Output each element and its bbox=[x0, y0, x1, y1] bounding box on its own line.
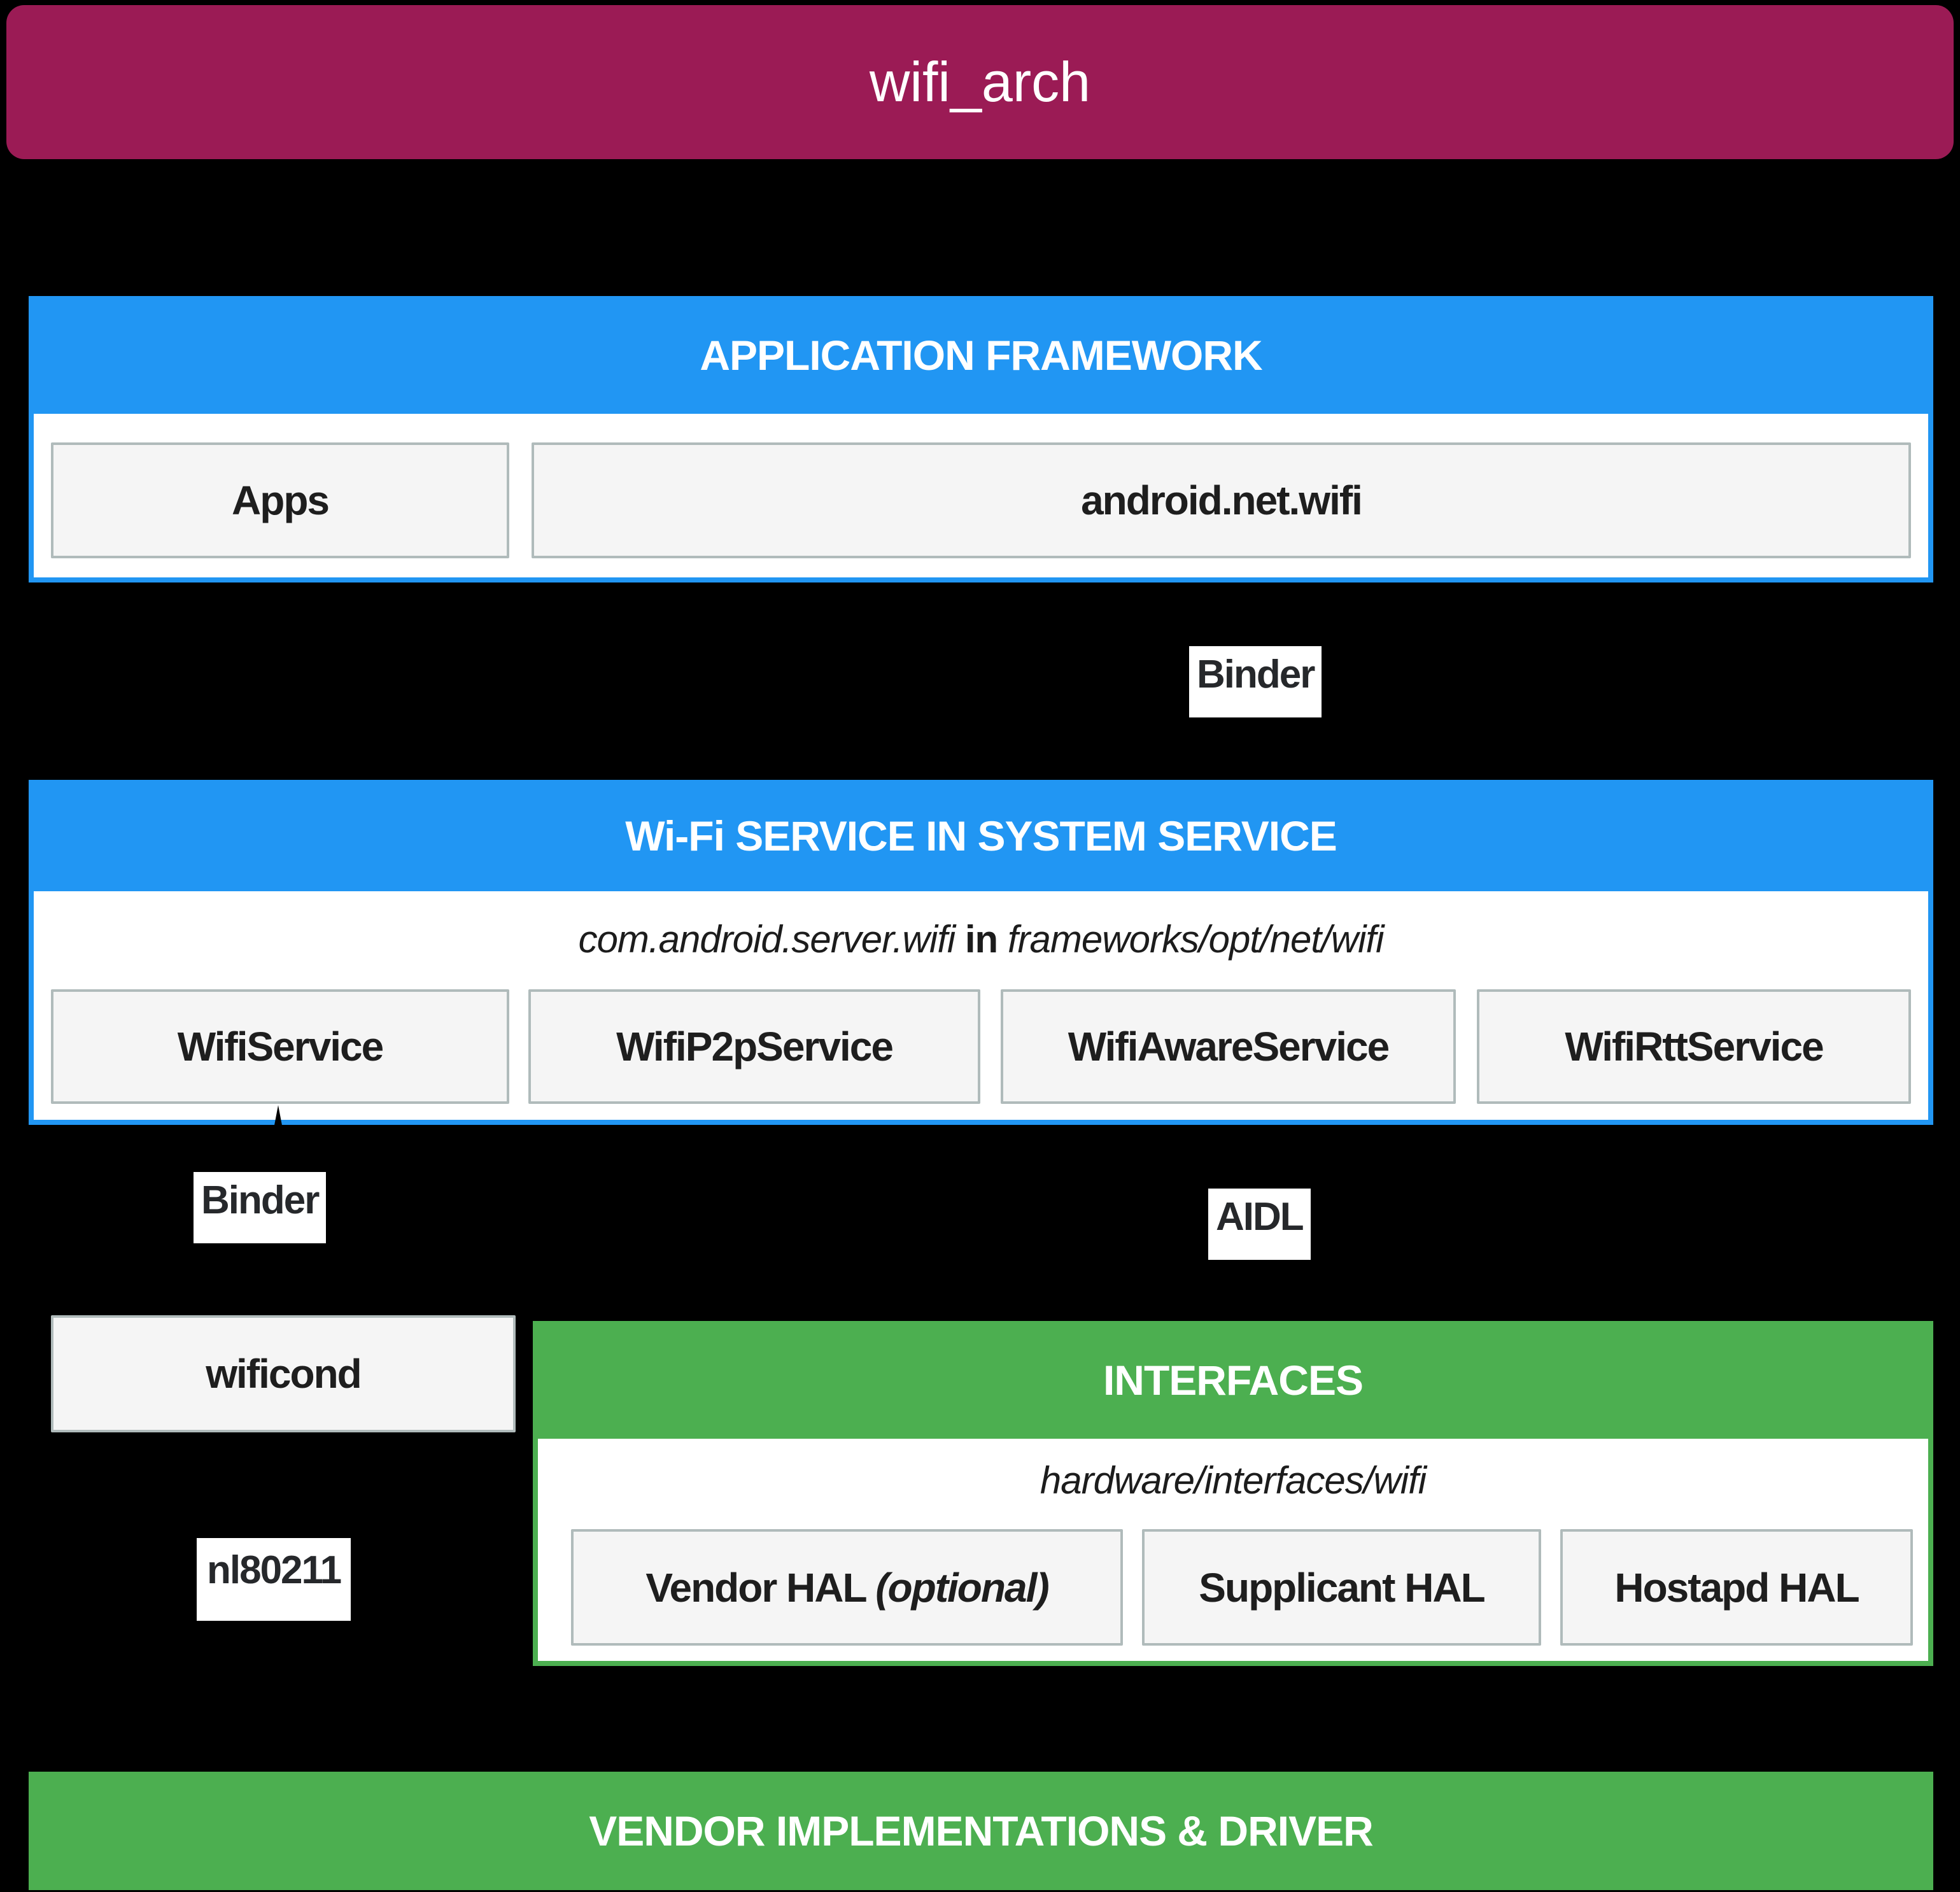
wifip2pservice-box: WifiP2pService bbox=[528, 989, 980, 1104]
vendor-hal-qualifier: (optional) bbox=[875, 1564, 1049, 1611]
hostapd-hal-box: Hostapd HAL bbox=[1560, 1529, 1913, 1646]
interfaces-subtitle: hardware/interfaces/wifi bbox=[1040, 1458, 1427, 1502]
android-net-wifi-box: android.net.wifi bbox=[532, 442, 1911, 558]
subtitle-conjunction: in bbox=[955, 917, 1008, 961]
diagram-title: wifi_arch bbox=[869, 50, 1091, 113]
application-framework-section: APPLICATION FRAMEWORK Apps android.net.w… bbox=[29, 296, 1933, 582]
subtitle-path: frameworks/opt/net/wifi bbox=[1007, 917, 1385, 961]
arrow-up-head-wificond-to-wifiservice bbox=[268, 1105, 288, 1159]
vendor-implementations-label: VENDOR IMPLEMENTATIONS & DRIVER bbox=[589, 1807, 1374, 1854]
vendor-hal-box: Vendor HAL (optional) bbox=[571, 1529, 1123, 1646]
hostapd-hal-label: Hostapd HAL bbox=[1614, 1564, 1859, 1611]
supplicant-hal-box: Supplicant HAL bbox=[1142, 1529, 1541, 1646]
wifi-service-section: Wi-Fi SERVICE IN SYSTEM SERVICE com.andr… bbox=[29, 780, 1933, 1125]
vendor-hal-label: Vendor HAL bbox=[645, 1564, 876, 1611]
interfaces-header: INTERFACES bbox=[1103, 1356, 1364, 1404]
diagram-title-bar: wifi_arch bbox=[6, 5, 1954, 159]
wifirttservice-box: WifiRttService bbox=[1477, 989, 1911, 1104]
wifiservice-box: WifiService bbox=[51, 989, 509, 1104]
interfaces-section: INTERFACES hardware/interfaces/wifi Vend… bbox=[533, 1321, 1933, 1666]
wificond-box: wificond bbox=[51, 1315, 516, 1432]
subtitle-package: com.android.server.wifi bbox=[578, 917, 956, 961]
vendor-implementations-bar: VENDOR IMPLEMENTATIONS & DRIVER bbox=[29, 1772, 1933, 1890]
binder-edge-label-left: Binder bbox=[194, 1172, 327, 1243]
supplicant-hal-label: Supplicant HAL bbox=[1199, 1564, 1485, 1611]
application-framework-header: APPLICATION FRAMEWORK bbox=[700, 331, 1262, 379]
binder-edge-label-top: Binder bbox=[1189, 646, 1322, 717]
aidl-edge-label: AIDL bbox=[1208, 1189, 1311, 1260]
wifi-service-subtitle: com.android.server.wifi in frameworks/op… bbox=[29, 901, 1933, 977]
wifi-service-header: Wi-Fi SERVICE IN SYSTEM SERVICE bbox=[625, 812, 1337, 859]
nl80211-edge-label: nl80211 bbox=[197, 1538, 351, 1621]
apps-box: Apps bbox=[51, 442, 509, 558]
wifiawareservice-box: WifiAwareService bbox=[1001, 989, 1456, 1104]
